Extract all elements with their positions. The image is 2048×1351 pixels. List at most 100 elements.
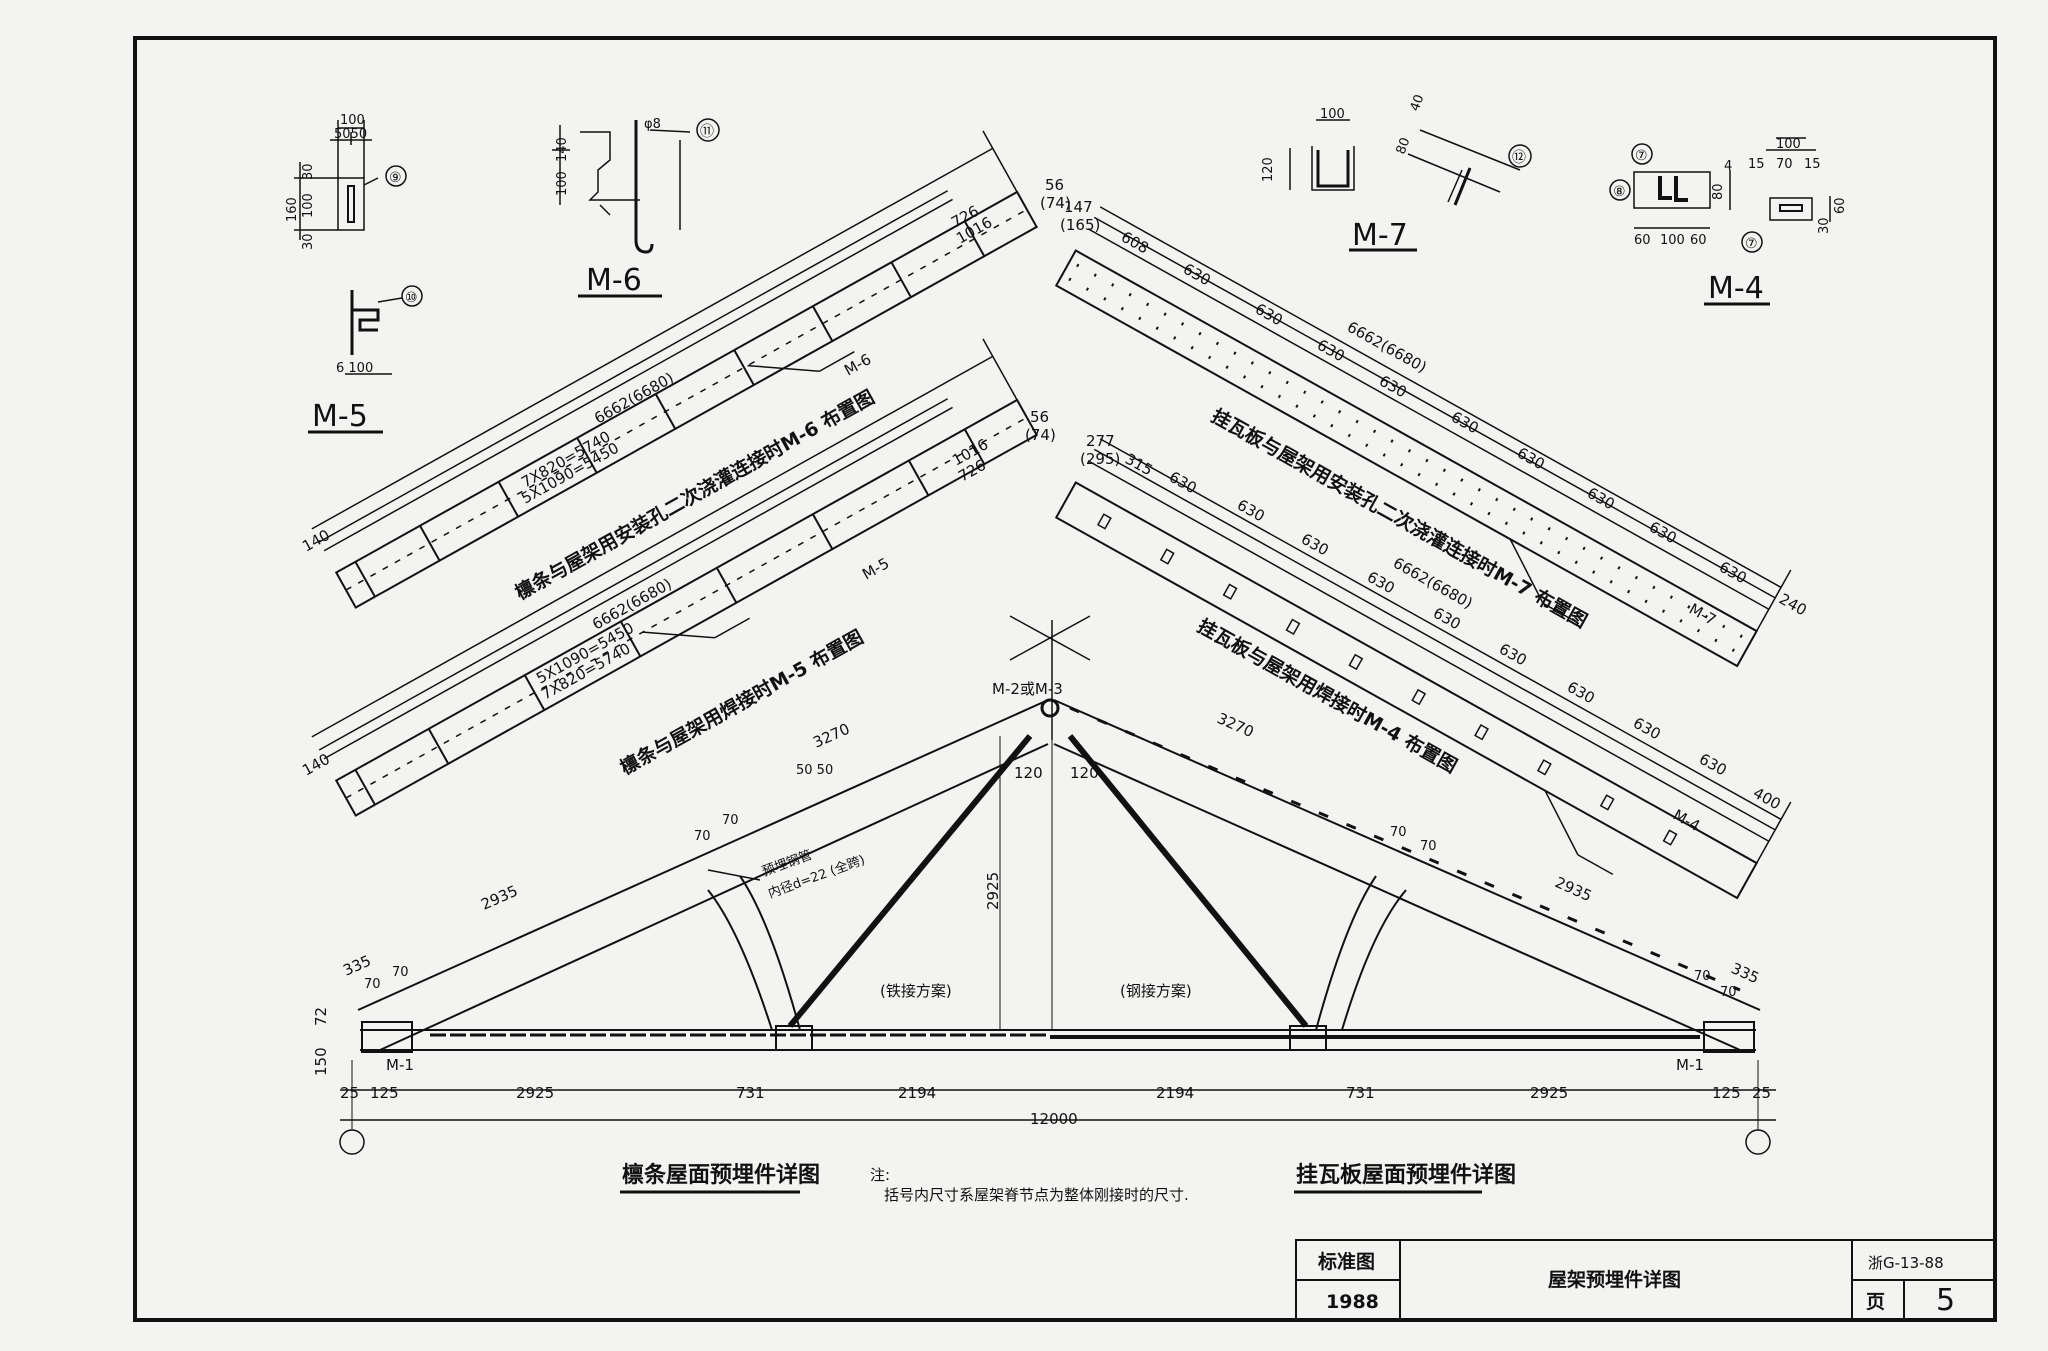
m4-mark: M-4 <box>1708 271 1764 306</box>
m4-dim-15b: 15 <box>1804 157 1821 172</box>
m7-layout-240: 240 <box>1776 590 1810 620</box>
m4-dim-4: 4 <box>1724 159 1732 174</box>
title-std-label: 标准图 <box>1318 1251 1375 1273</box>
truss-d335r: 335 <box>1728 959 1761 987</box>
m5-dim-100: 100 <box>340 113 365 128</box>
truss-d25l: 25 <box>340 1084 359 1102</box>
m4-dim-60a: 60 <box>1634 233 1651 248</box>
m4-dim-60b: 60 <box>1690 233 1707 248</box>
m4-layout-630d: 630 <box>1364 568 1398 598</box>
m5-dim-30a: 30 <box>301 163 316 180</box>
truss-d2194l: 2194 <box>898 1084 936 1102</box>
m7-dim-120: 120 <box>1261 157 1276 182</box>
m4-layout-630e: 630 <box>1430 604 1464 634</box>
m6-layout-74: (74) <box>1040 194 1071 212</box>
m6-dim-140: 140 <box>555 137 570 162</box>
truss <box>339 615 1776 1155</box>
m4-dim-100b: 100 <box>1660 233 1685 248</box>
m6-layout-140: 140 <box>299 526 333 556</box>
m4-callout-7b: ⑦ <box>1745 236 1758 252</box>
m7-dim-80: 80 <box>1394 136 1414 157</box>
truss-scheme-left: (铁接方案) <box>880 982 952 1000</box>
truss-d70d: 70 <box>722 813 739 828</box>
m5-layout-74: (74) <box>1025 426 1056 444</box>
m7-callout-12: ⑫ <box>1512 150 1526 166</box>
m4-layout-295: (295) <box>1080 450 1120 468</box>
m6-callout-11: ⑪ <box>700 124 714 140</box>
truss-d25r: 25 <box>1752 1084 1771 1102</box>
truss-d120b: 120 <box>1070 764 1099 782</box>
m7-layout-630b: 630 <box>1252 300 1286 330</box>
truss-top2935r: 2935 <box>1552 873 1594 905</box>
detail-m6 <box>552 118 720 298</box>
truss-h150: 150 <box>312 1047 330 1076</box>
m4-callout-7a: ⑦ <box>1635 148 1648 164</box>
truss-m1-right: M-1 <box>1676 1056 1704 1074</box>
m4-layout-400: 400 <box>1750 784 1784 814</box>
truss-top3270l: 3270 <box>810 720 852 752</box>
m6-layout-56: 56 <box>1045 176 1064 194</box>
detail-m7 <box>1289 119 1532 252</box>
m4-layout-title: 挂瓦板与屋架用焊接时M-4 布置图 <box>1194 614 1462 777</box>
m5-callout-10: ⑩ <box>405 290 418 306</box>
m7-dim-100: 100 <box>1320 107 1345 122</box>
m6-tag: M-6 <box>841 350 874 379</box>
truss-m2m3: M-2或M-3 <box>992 680 1063 698</box>
m4-layout-630h: 630 <box>1630 714 1664 744</box>
m7-layout-title: 挂瓦板与屋架用安装孔二次浇灌连接时M-7 布置图 <box>1208 404 1592 632</box>
layout-m5 <box>311 338 1038 817</box>
m5-mark: M-5 <box>312 399 368 434</box>
truss-d70c: 70 <box>694 829 711 844</box>
note-label: 注: <box>870 1166 890 1184</box>
m5-dim-5050: 5050 <box>334 127 367 142</box>
m7-mark: M-7 <box>1352 218 1408 253</box>
m4-callout-8: ⑧ <box>1613 184 1626 200</box>
m7-layout-630a: 630 <box>1180 260 1214 290</box>
layout-m7 <box>1054 206 1792 668</box>
truss-d2925l: 2925 <box>516 1084 554 1102</box>
title-code: 浙G-13-88 <box>1868 1254 1944 1272</box>
truss-d70g: 70 <box>1694 969 1711 984</box>
m6-dim-100: 100 <box>555 171 570 196</box>
m7-layout-630c: 630 <box>1314 336 1348 366</box>
sheet-border <box>133 36 1997 1322</box>
truss-h2925: 2925 <box>984 872 1002 910</box>
m4-dim-70: 70 <box>1776 157 1793 172</box>
truss-d125r: 125 <box>1712 1084 1741 1102</box>
truss-top2935l: 2935 <box>478 882 520 914</box>
m4-dim-30: 30 <box>1817 217 1832 234</box>
truss-d70a: 70 <box>364 977 381 992</box>
truss-scheme-right: (钢接方案) <box>1120 982 1192 1000</box>
m4-layout-630c: 630 <box>1298 530 1332 560</box>
m5-dim-100v: 100 <box>301 193 316 218</box>
truss-d5050: 50 50 <box>796 763 833 778</box>
caption-right: 挂瓦板屋面预埋件详图 <box>1296 1162 1516 1188</box>
title-page-no: 5 <box>1936 1283 1955 1318</box>
truss-d70e: 70 <box>1390 825 1407 840</box>
m5-layout-56: 56 <box>1030 408 1049 426</box>
m6-dim-phi8: φ8 <box>644 117 661 132</box>
detail-m5 <box>294 120 423 434</box>
title-main: 屋架预埋件详图 <box>1548 1268 1681 1291</box>
truss-d70b: 70 <box>392 965 409 980</box>
truss-d335l: 335 <box>340 952 373 980</box>
detail-m4 <box>1609 137 1831 306</box>
truss-top3270r: 3270 <box>1214 709 1256 741</box>
m4-dim-60c: 60 <box>1833 197 1848 214</box>
m4-dim-80: 80 <box>1711 183 1726 200</box>
m4-dim-100: 100 <box>1776 137 1801 152</box>
layout-m4 <box>1054 438 1792 900</box>
truss-d70h: 70 <box>1720 985 1737 1000</box>
m7-layout-630d: 630 <box>1376 372 1410 402</box>
m4-layout-630b: 630 <box>1234 496 1268 526</box>
m5-tag: M-5 <box>859 554 892 583</box>
m5-dim-160: 160 <box>285 197 300 222</box>
m7-layout-165: (165) <box>1060 216 1100 234</box>
truss-d2925r: 2925 <box>1530 1084 1568 1102</box>
truss-d125l: 125 <box>370 1084 399 1102</box>
m4-layout-630g: 630 <box>1564 678 1598 708</box>
truss-span: 12000 <box>1030 1110 1078 1128</box>
m6-mark: M-6 <box>586 263 642 298</box>
m5-layout-140: 140 <box>299 750 333 780</box>
